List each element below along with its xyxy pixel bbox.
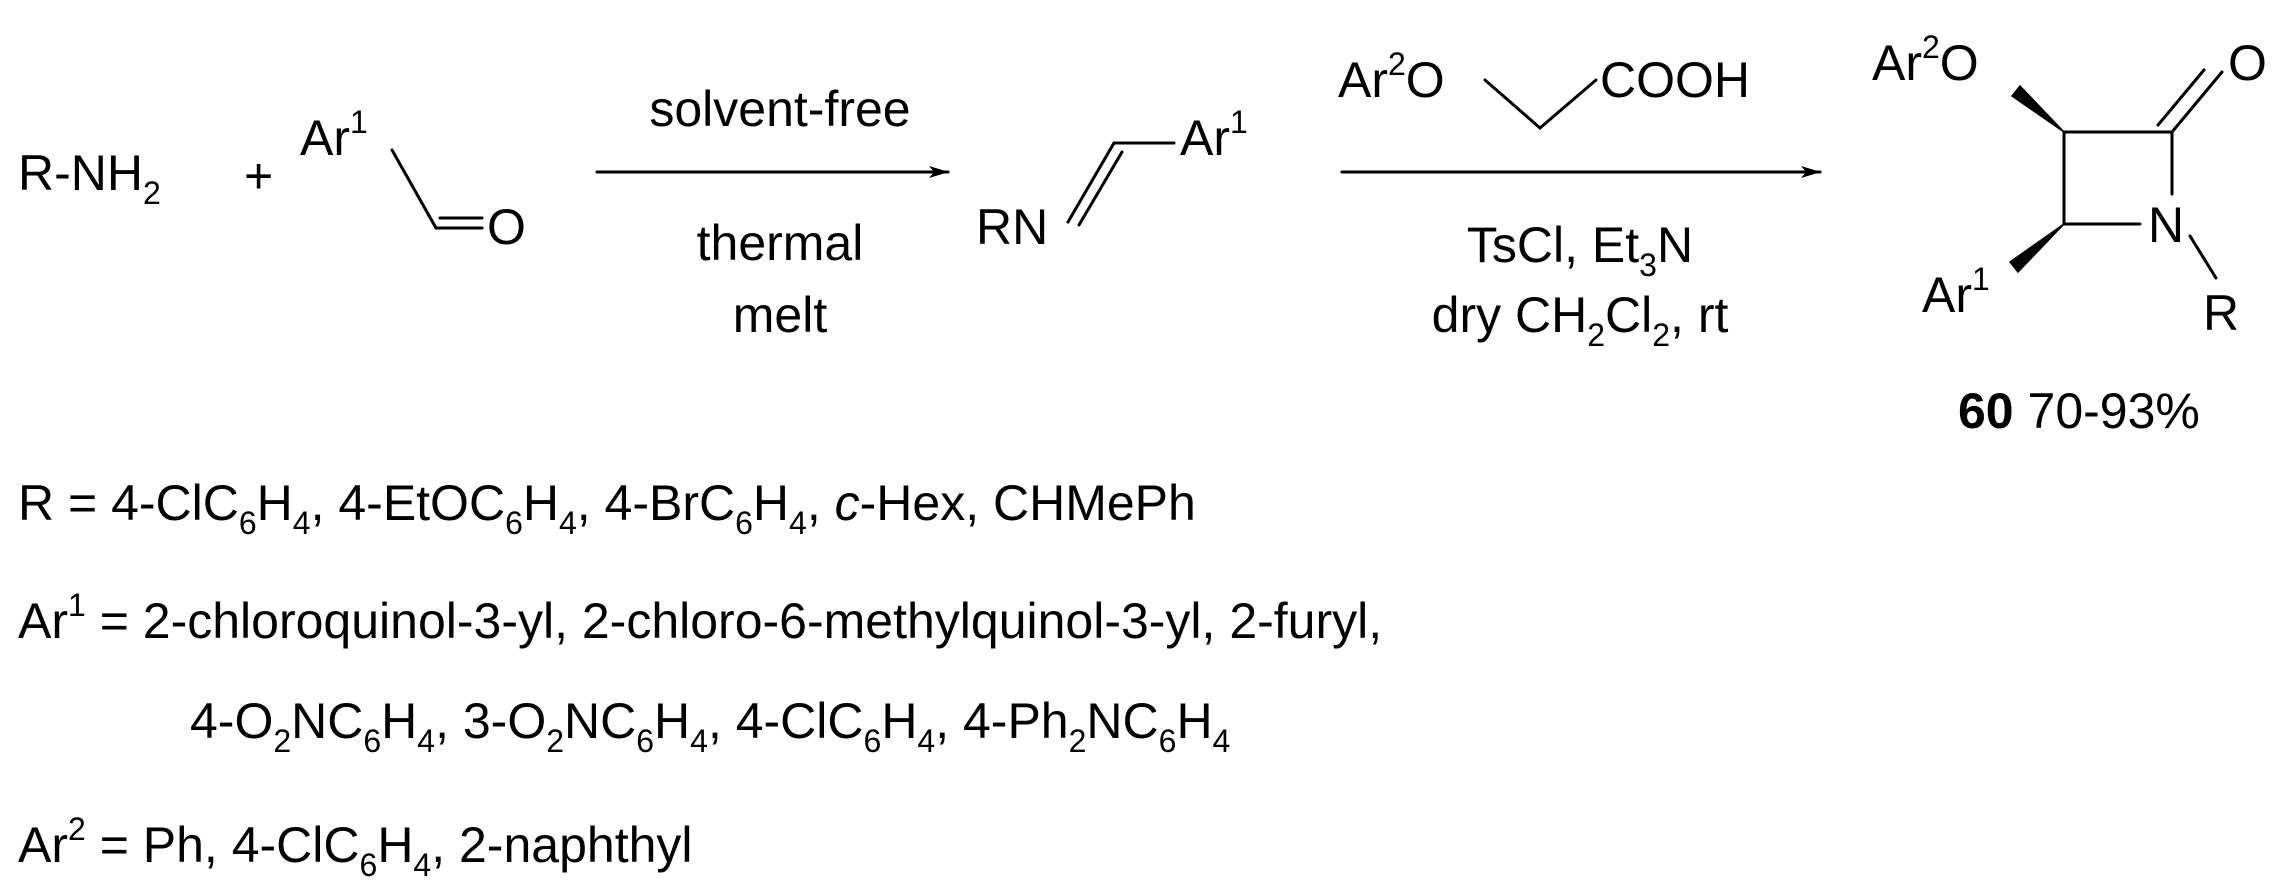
- svg-text:N: N: [2148, 197, 2184, 253]
- svg-text:O: O: [487, 199, 526, 255]
- step1-condition-below-2: melt: [733, 287, 828, 343]
- acid-reagent: Ar2O COOH: [1338, 46, 1750, 130]
- acid-chain: [1483, 78, 1598, 130]
- step2-condition-line1: TsCl, Et3N: [1467, 217, 1693, 283]
- product-label: 60 70-93%: [1958, 383, 2200, 439]
- carbonyl-bond: [2170, 70, 2224, 134]
- carbonyl-bond-2: [2156, 68, 2206, 127]
- substituent-definitions: R = 4-ClC6H4, 4-EtOC6H4, 4-BrC6H4, c-Hex…: [18, 475, 1382, 883]
- definition-r: R = 4-ClC6H4, 4-EtOC6H4, 4-BrC6H4, c-Hex…: [18, 475, 1196, 541]
- step1-condition-below-1: thermal: [697, 215, 864, 271]
- n-r-bond: [2188, 234, 2218, 280]
- svg-text:O: O: [2228, 35, 2267, 91]
- plus-sign: +: [244, 148, 273, 204]
- svg-text:Ar1: Ar1: [300, 104, 368, 166]
- step2-condition-line2: dry CH2Cl2, rt: [1432, 287, 1729, 353]
- svg-text:Ar1: Ar1: [1180, 104, 1248, 166]
- step2-arrow-group: TsCl, Et3N dry CH2Cl2, rt: [1340, 166, 1822, 353]
- wedge-bond-ether: [2010, 84, 2065, 133]
- amine-reactant: R-NH2: [18, 145, 161, 211]
- svg-text:R-NH2: R-NH2: [18, 145, 161, 211]
- imine-intermediate: RN Ar1: [976, 104, 1248, 255]
- definition-ar1-line1: Ar1 = 2-chloroquinol-3-yl, 2-chloro-6-me…: [18, 587, 1382, 649]
- svg-text:COOH: COOH: [1600, 52, 1750, 108]
- svg-text:R: R: [2203, 285, 2239, 341]
- wedge-bond-aryl: [2008, 223, 2065, 274]
- aldehyde-bond: [390, 148, 438, 230]
- svg-text:Ar2O: Ar2O: [1872, 29, 1979, 91]
- definition-ar1-line2: 4-O2NC6H4, 3-O2NC6H4, 4-ClC6H4, 4-Ph2NC6…: [190, 693, 1230, 759]
- step1-arrow-group: solvent-free thermal melt: [595, 81, 950, 343]
- definition-ar2: Ar2 = Ph, 4-ClC6H4, 2-naphthyl: [18, 811, 693, 883]
- svg-text:Ar2O: Ar2O: [1338, 46, 1445, 108]
- svg-text:Ar1: Ar1: [1922, 261, 1990, 323]
- svg-text:RN: RN: [976, 199, 1048, 255]
- beta-lactam-product: Ar2O O N R Ar1 60 70-93%: [1872, 29, 2267, 439]
- imine-bond-2: [1077, 150, 1124, 227]
- step1-condition-above: solvent-free: [649, 81, 910, 137]
- imine-bond: [1066, 141, 1116, 224]
- aldehyde-reactant: Ar1 O: [300, 104, 526, 255]
